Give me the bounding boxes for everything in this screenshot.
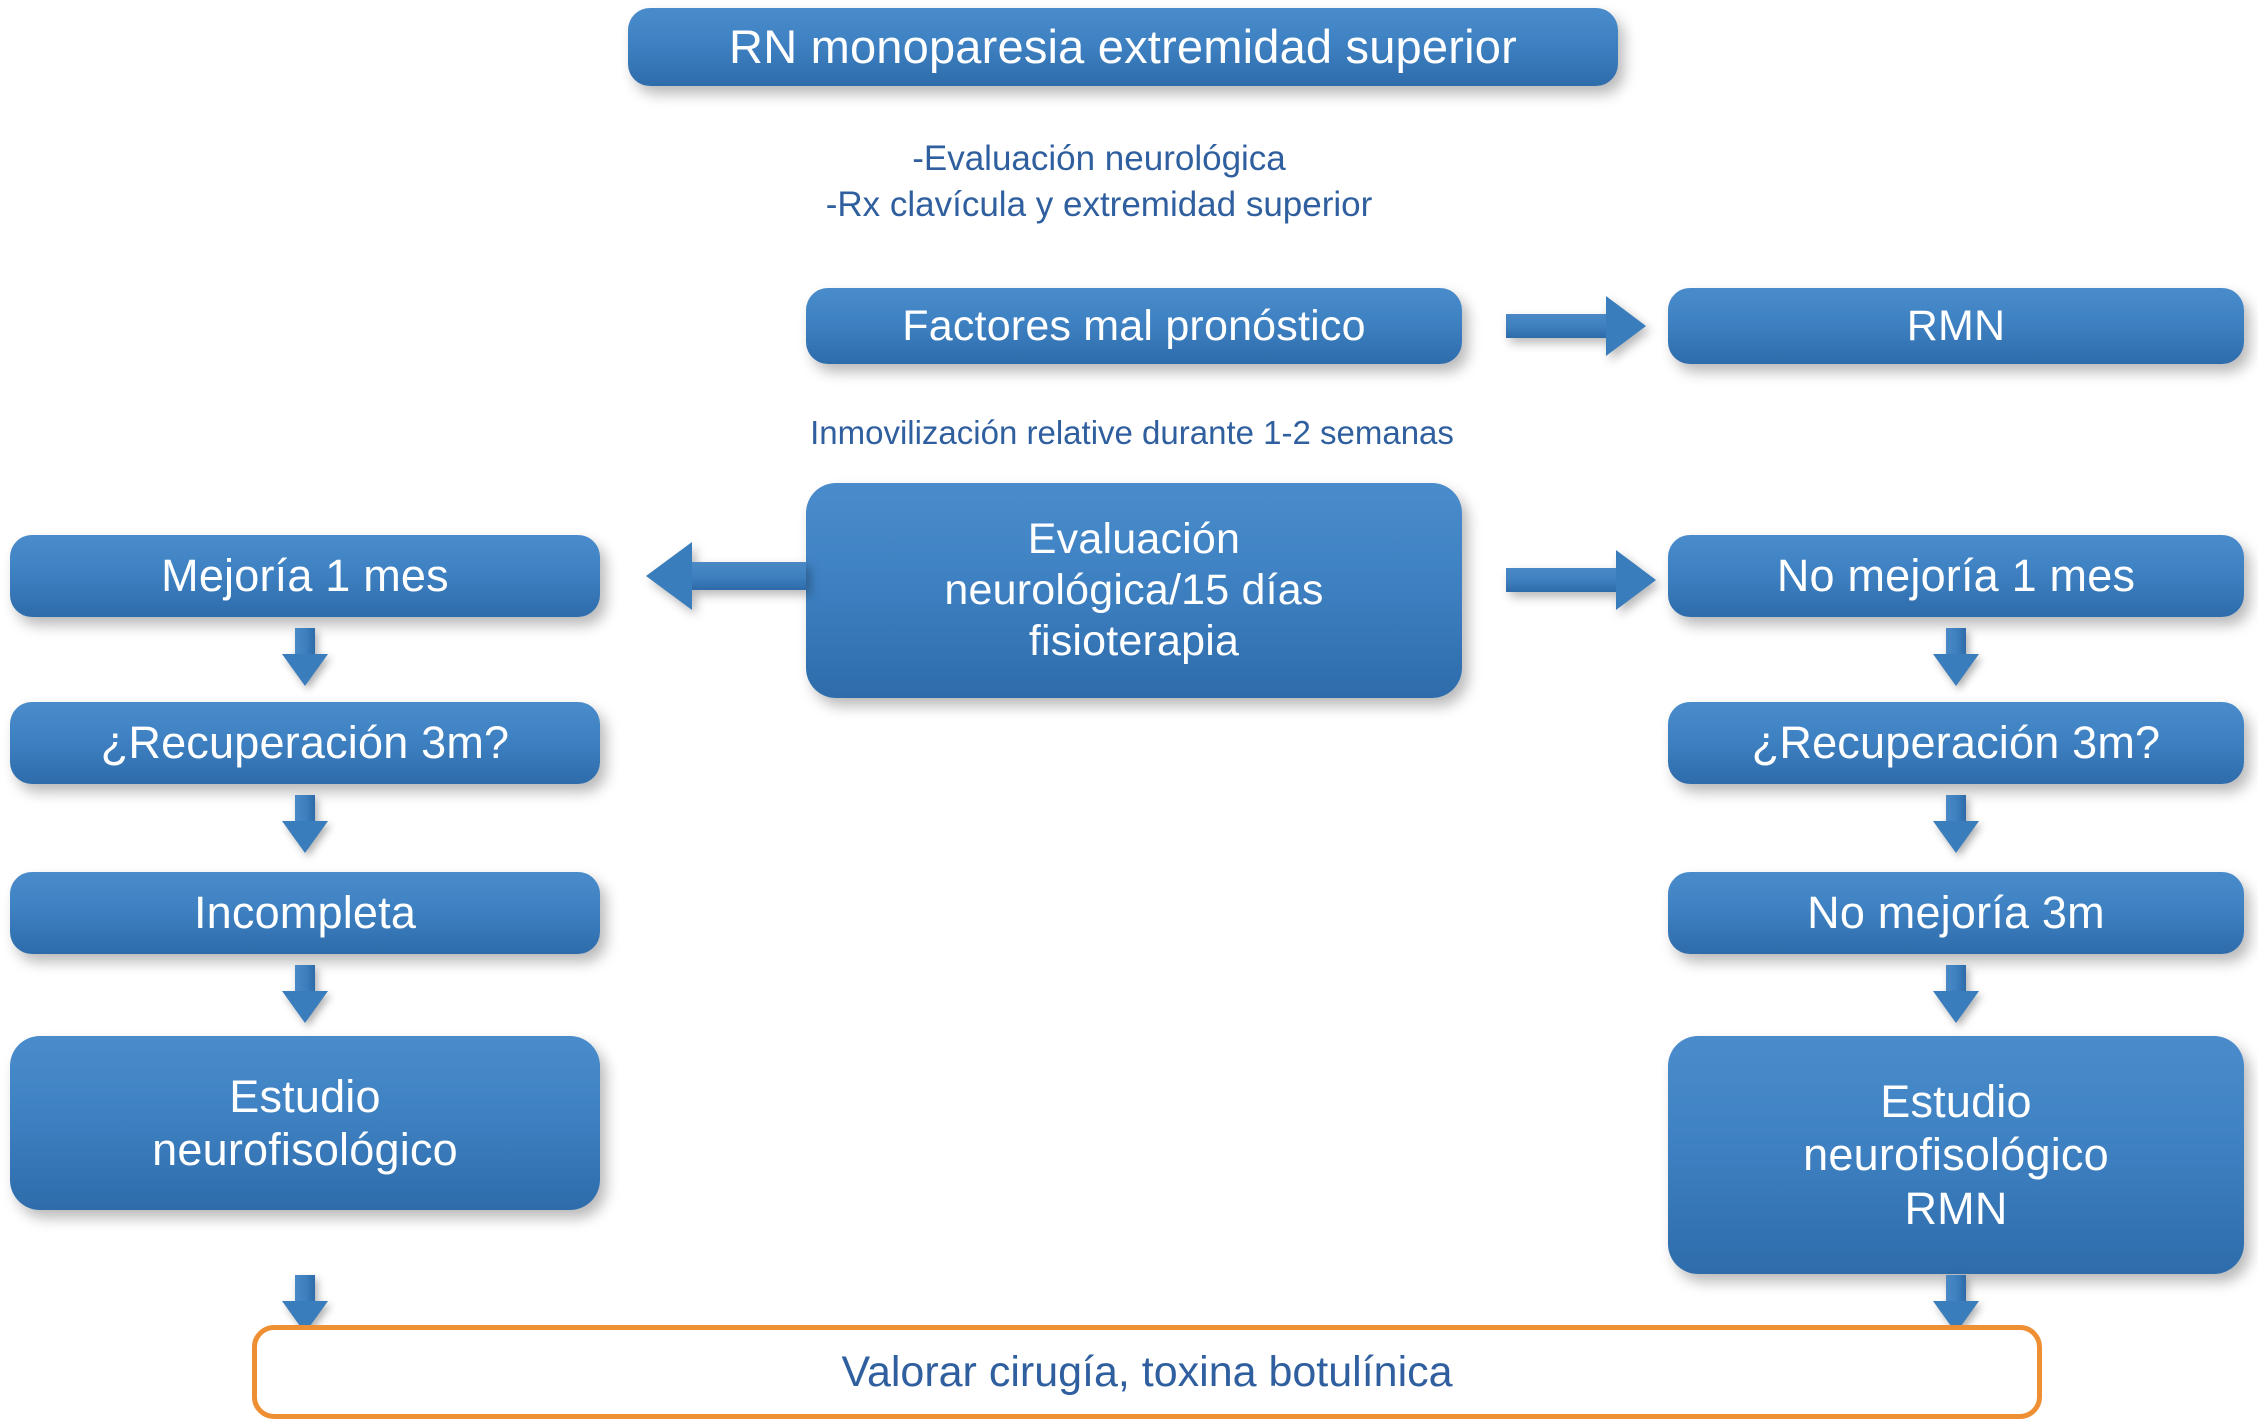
node-estudio-neurofisologico-izquierda-label: Estudio neurofisológico [152,1070,458,1175]
node-no-mejoria-1-mes-label: No mejoría 1 mes [1776,550,2136,602]
node-rn-monoparesia-label: RN monoparesia extremidad superior [729,20,1517,74]
caption-initial-workup: -Evaluación neurológica -Rx clavícula y … [825,139,1373,224]
arrow-down-left-1 [282,628,328,686]
node-no-mejoria-1-mes[interactable]: No mejoría 1 mes [1668,535,2244,617]
arrow-factores-to-rmn [1506,296,1646,356]
node-estudio-neurofisologico-rmn-derecha-label: Estudio neurofisológico RMN [1803,1076,2109,1234]
node-valorar-cirugia-toxina-botulinica[interactable]: Valorar cirugía, toxina botulínica [252,1325,2042,1419]
node-mejoria-1-mes[interactable]: Mejoría 1 mes [10,535,600,617]
node-mejoria-1-mes-label: Mejoría 1 mes [161,550,449,602]
arrow-down-right-1 [1933,628,1979,686]
arrow-down-right-3 [1933,965,1979,1023]
node-valorar-cirugia-toxina-botulinica-label: Valorar cirugía, toxina botulínica [841,1347,1453,1396]
node-estudio-neurofisologico-izquierda[interactable]: Estudio neurofisológico [10,1036,600,1210]
node-incompleta-label: Incompleta [193,887,417,939]
node-recuperacion-3m-izquierda-label: ¿Recuperación 3m? [100,717,510,769]
arrow-down-left-2 [282,795,328,853]
node-recuperacion-3m-derecha[interactable]: ¿Recuperación 3m? [1668,702,2244,784]
node-evaluacion-neurologica-15-dias-label: Evaluación neurológica/15 días fisiotera… [944,515,1324,665]
node-rmn[interactable]: RMN [1668,288,2244,364]
node-no-mejoria-3m-label: No mejoría 3m [1807,887,2105,939]
node-factores-mal-pronostico-label: Factores mal pronóstico [902,301,1366,350]
node-recuperacion-3m-derecha-label: ¿Recuperación 3m? [1751,717,2161,769]
node-evaluacion-neurologica-15-dias[interactable]: Evaluación neurológica/15 días fisiotera… [806,483,1462,698]
arrow-down-right-2 [1933,795,1979,853]
node-recuperacion-3m-izquierda[interactable]: ¿Recuperación 3m? [10,702,600,784]
caption-immobilization: Inmovilización relative durante 1-2 sema… [810,414,1454,451]
arrow-central-to-no-mejoria [1506,550,1656,610]
node-factores-mal-pronostico[interactable]: Factores mal pronóstico [806,288,1462,364]
node-rmn-label: RMN [1906,301,2006,350]
node-estudio-neurofisologico-rmn-derecha[interactable]: Estudio neurofisológico RMN [1668,1036,2244,1274]
node-incompleta[interactable]: Incompleta [10,872,600,954]
node-no-mejoria-3m[interactable]: No mejoría 3m [1668,872,2244,954]
arrow-down-left-3 [282,965,328,1023]
arrow-central-to-mejoria [646,542,806,610]
node-rn-monoparesia[interactable]: RN monoparesia extremidad superior [628,8,1618,86]
